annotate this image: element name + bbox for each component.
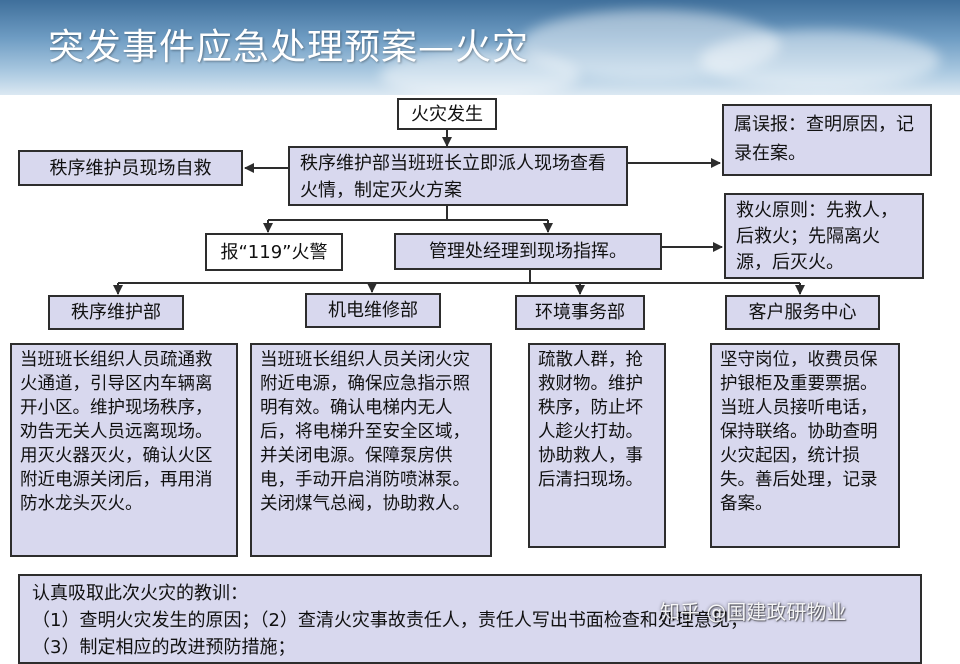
- node-dept-env: 环境事务部: [515, 295, 645, 330]
- lessons-heading: 认真吸取此次火灾的教训：: [32, 583, 248, 604]
- page-title: 突发事件应急处理预案—火灾: [48, 27, 530, 68]
- cloud-decoration: [520, 10, 780, 80]
- body-service: 坚守岗位，收费员保护银柜及重要票据。当班人员接听电话，保持联络。协助查明火灾起因…: [710, 343, 900, 548]
- node-self-rescue: 秩序维护员现场自救: [18, 150, 243, 186]
- node-supervisor: 秩序维护部当班班长立即派人现场查看火情，制定灭火方案: [288, 146, 628, 206]
- body-order: 当班班长组织人员疏通救火通道，引导区内车辆离开小区。维护现场秩序，劝告无关人员远…: [10, 343, 238, 557]
- cloud-decoration: [380, 50, 580, 95]
- node-false-alarm: 属误报：查明原因，记录在案。: [722, 104, 932, 176]
- node-dept-order: 秩序维护部: [48, 295, 184, 330]
- title-banner: 突发事件应急处理预案—火灾: [0, 0, 960, 95]
- lessons-box: 认真吸取此次火灾的教训： （1）查明火灾发生的原因；（2）查清火灾事故责任人，责…: [18, 574, 922, 664]
- body-env: 疏散人群，抢救财物。维护秩序，防止坏人趁火打劫。协助救人，事后清扫现场。: [528, 343, 666, 548]
- lessons-line-1: （1）查明火灾发生的原因；（2）查清火灾事故责任人，责任人写出书面检查和处理意见…: [32, 610, 748, 631]
- node-fire: 火灾发生: [397, 98, 497, 130]
- node-dept-service: 客户服务中心: [725, 295, 880, 330]
- node-dept-mech: 机电维修部: [305, 293, 441, 328]
- node-manager: 管理处经理到现场指挥。: [394, 233, 662, 270]
- node-call-119: 报“119”火警: [205, 233, 343, 271]
- watermark: 知乎 @国建政研物业: [660, 600, 847, 624]
- lessons-line-2: （3）制定相应的改进预防措施；: [32, 637, 296, 658]
- body-mech: 当班班长组织人员关闭火灾附近电源，确保应急指示照明有效。确认电梯内无人后，将电梯…: [250, 343, 492, 557]
- node-principle: 救火原则：先救人，后救火；先隔离火源，后灭火。: [724, 193, 924, 279]
- cloud-decoration: [700, 30, 940, 90]
